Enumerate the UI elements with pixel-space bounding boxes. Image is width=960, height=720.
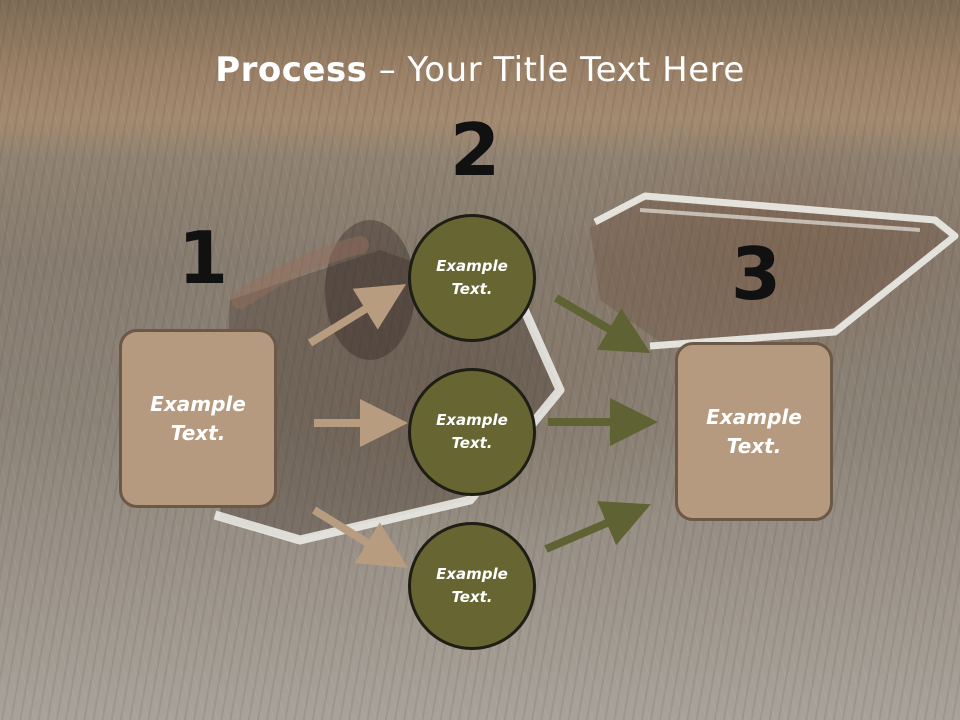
circle-bottom: Example Text. <box>408 522 536 650</box>
left-text-box: Example Text. <box>119 329 277 508</box>
left-box-text: Example Text. <box>150 391 246 445</box>
back-tub-rim <box>593 192 959 350</box>
title-rest: – Your Title Text Here <box>367 50 745 90</box>
arrow-right-down <box>544 501 651 553</box>
arrow-left-up <box>307 284 407 347</box>
circle-top: Example Text. <box>408 214 536 342</box>
arrow-left-down <box>311 506 409 568</box>
figure-arm <box>231 236 369 309</box>
arrow-right-up <box>553 294 651 354</box>
right-text-box: Example Text. <box>675 342 833 521</box>
right-box-text: Example Text. <box>706 404 802 458</box>
circle-top-text: Example Text. <box>436 257 508 298</box>
slide-title: Process – Your Title Text Here <box>0 50 960 90</box>
title-bold: Process <box>215 50 368 90</box>
circle-bottom-text: Example Text. <box>436 565 508 606</box>
step-number-3: 3 <box>731 232 782 316</box>
step-number-1: 1 <box>178 216 229 300</box>
back-tub-inner-rim <box>639 208 921 232</box>
step-number-2: 2 <box>450 108 501 192</box>
front-tub-rim <box>213 298 565 545</box>
back-tub-body <box>590 200 950 342</box>
circle-middle: Example Text. <box>408 368 536 496</box>
circle-middle-text: Example Text. <box>436 411 508 452</box>
